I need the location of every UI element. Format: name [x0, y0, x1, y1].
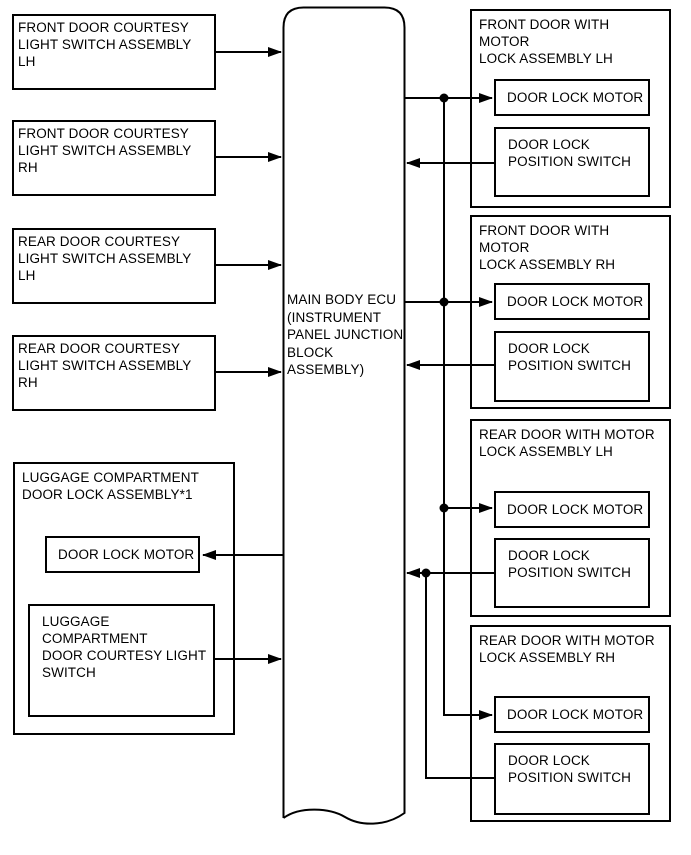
door-lock-motor-box: DOOR LOCK MOTOR — [494, 696, 650, 733]
box-title: FRONT DOOR WITH MOTOR LOCK ASSEMBLY LH — [479, 17, 613, 66]
main-body-ecu-label: MAIN BODY ECU (INSTRUMENT PANEL JUNCTION… — [287, 292, 404, 377]
door-lock-motor-box: DOOR LOCK MOTOR — [494, 491, 650, 528]
box-label: REAR DOOR COURTESY LIGHT SWITCH ASSEMBLY… — [18, 234, 192, 283]
luggage-door-courtesy-light-switch-box: LUGGAGE COMPARTMENT DOOR COURTESY LIGHT … — [28, 604, 215, 717]
door-lock-position-switch-box: DOOR LOCK POSITION SWITCH — [494, 743, 650, 815]
box-label: REAR DOOR COURTESY LIGHT SWITCH ASSEMBLY… — [18, 341, 192, 390]
box-label: DOOR LOCK MOTOR — [507, 294, 644, 309]
box-label: FRONT DOOR COURTESY LIGHT SWITCH ASSEMBL… — [18, 126, 192, 175]
box-title: FRONT DOOR WITH MOTOR LOCK ASSEMBLY RH — [479, 223, 616, 272]
main-body-ecu-outline — [282, 6, 406, 825]
front-door-courtesy-light-switch-assembly-rh-box: FRONT DOOR COURTESY LIGHT SWITCH ASSEMBL… — [12, 120, 216, 196]
box-label: LUGGAGE COMPARTMENT DOOR COURTESY LIGHT … — [42, 614, 207, 680]
box-title: LUGGAGE COMPARTMENT DOOR LOCK ASSEMBLY*1 — [22, 470, 199, 502]
junction-dot — [439, 297, 449, 307]
door-lock-motor-box: DOOR LOCK MOTOR — [494, 283, 650, 320]
front-door-courtesy-light-switch-assembly-lh-box: FRONT DOOR COURTESY LIGHT SWITCH ASSEMBL… — [12, 14, 216, 90]
box-title: REAR DOOR WITH MOTOR LOCK ASSEMBLY LH — [479, 427, 655, 459]
box-label: DOOR LOCK MOTOR — [507, 707, 644, 722]
box-label: DOOR LOCK MOTOR — [507, 502, 644, 517]
box-title: REAR DOOR WITH MOTOR LOCK ASSEMBLY RH — [479, 633, 655, 665]
junction-dot — [439, 93, 449, 103]
box-label: DOOR LOCK MOTOR — [507, 90, 644, 105]
door-lock-motor-box: DOOR LOCK MOTOR — [494, 79, 650, 116]
box-label: DOOR LOCK POSITION SWITCH — [508, 753, 631, 785]
box-label: DOOR LOCK POSITION SWITCH — [508, 548, 631, 580]
luggage-compartment-door-lock-assembly-box: LUGGAGE COMPARTMENT DOOR LOCK ASSEMBLY*1 — [13, 462, 235, 735]
front-door-with-motor-lock-assembly-lh-box: FRONT DOOR WITH MOTOR LOCK ASSEMBLY LH — [470, 9, 671, 208]
junction-dot — [439, 503, 449, 513]
door-lock-position-switch-box: DOOR LOCK POSITION SWITCH — [494, 538, 650, 608]
box-label: DOOR LOCK POSITION SWITCH — [508, 341, 631, 373]
door-lock-position-switch-box: DOOR LOCK POSITION SWITCH — [494, 127, 650, 197]
junction-dot — [421, 568, 431, 578]
box-label: DOOR LOCK POSITION SWITCH — [508, 137, 631, 169]
luggage-door-lock-motor-box: DOOR LOCK MOTOR — [45, 536, 200, 573]
rear-door-courtesy-light-switch-assembly-lh-box: REAR DOOR COURTESY LIGHT SWITCH ASSEMBLY… — [12, 228, 216, 304]
door-lock-position-switch-box: DOOR LOCK POSITION SWITCH — [494, 331, 650, 402]
box-label: FRONT DOOR COURTESY LIGHT SWITCH ASSEMBL… — [18, 20, 192, 69]
box-label: DOOR LOCK MOTOR — [58, 547, 195, 562]
rear-door-courtesy-light-switch-assembly-rh-box: REAR DOOR COURTESY LIGHT SWITCH ASSEMBLY… — [12, 335, 216, 411]
